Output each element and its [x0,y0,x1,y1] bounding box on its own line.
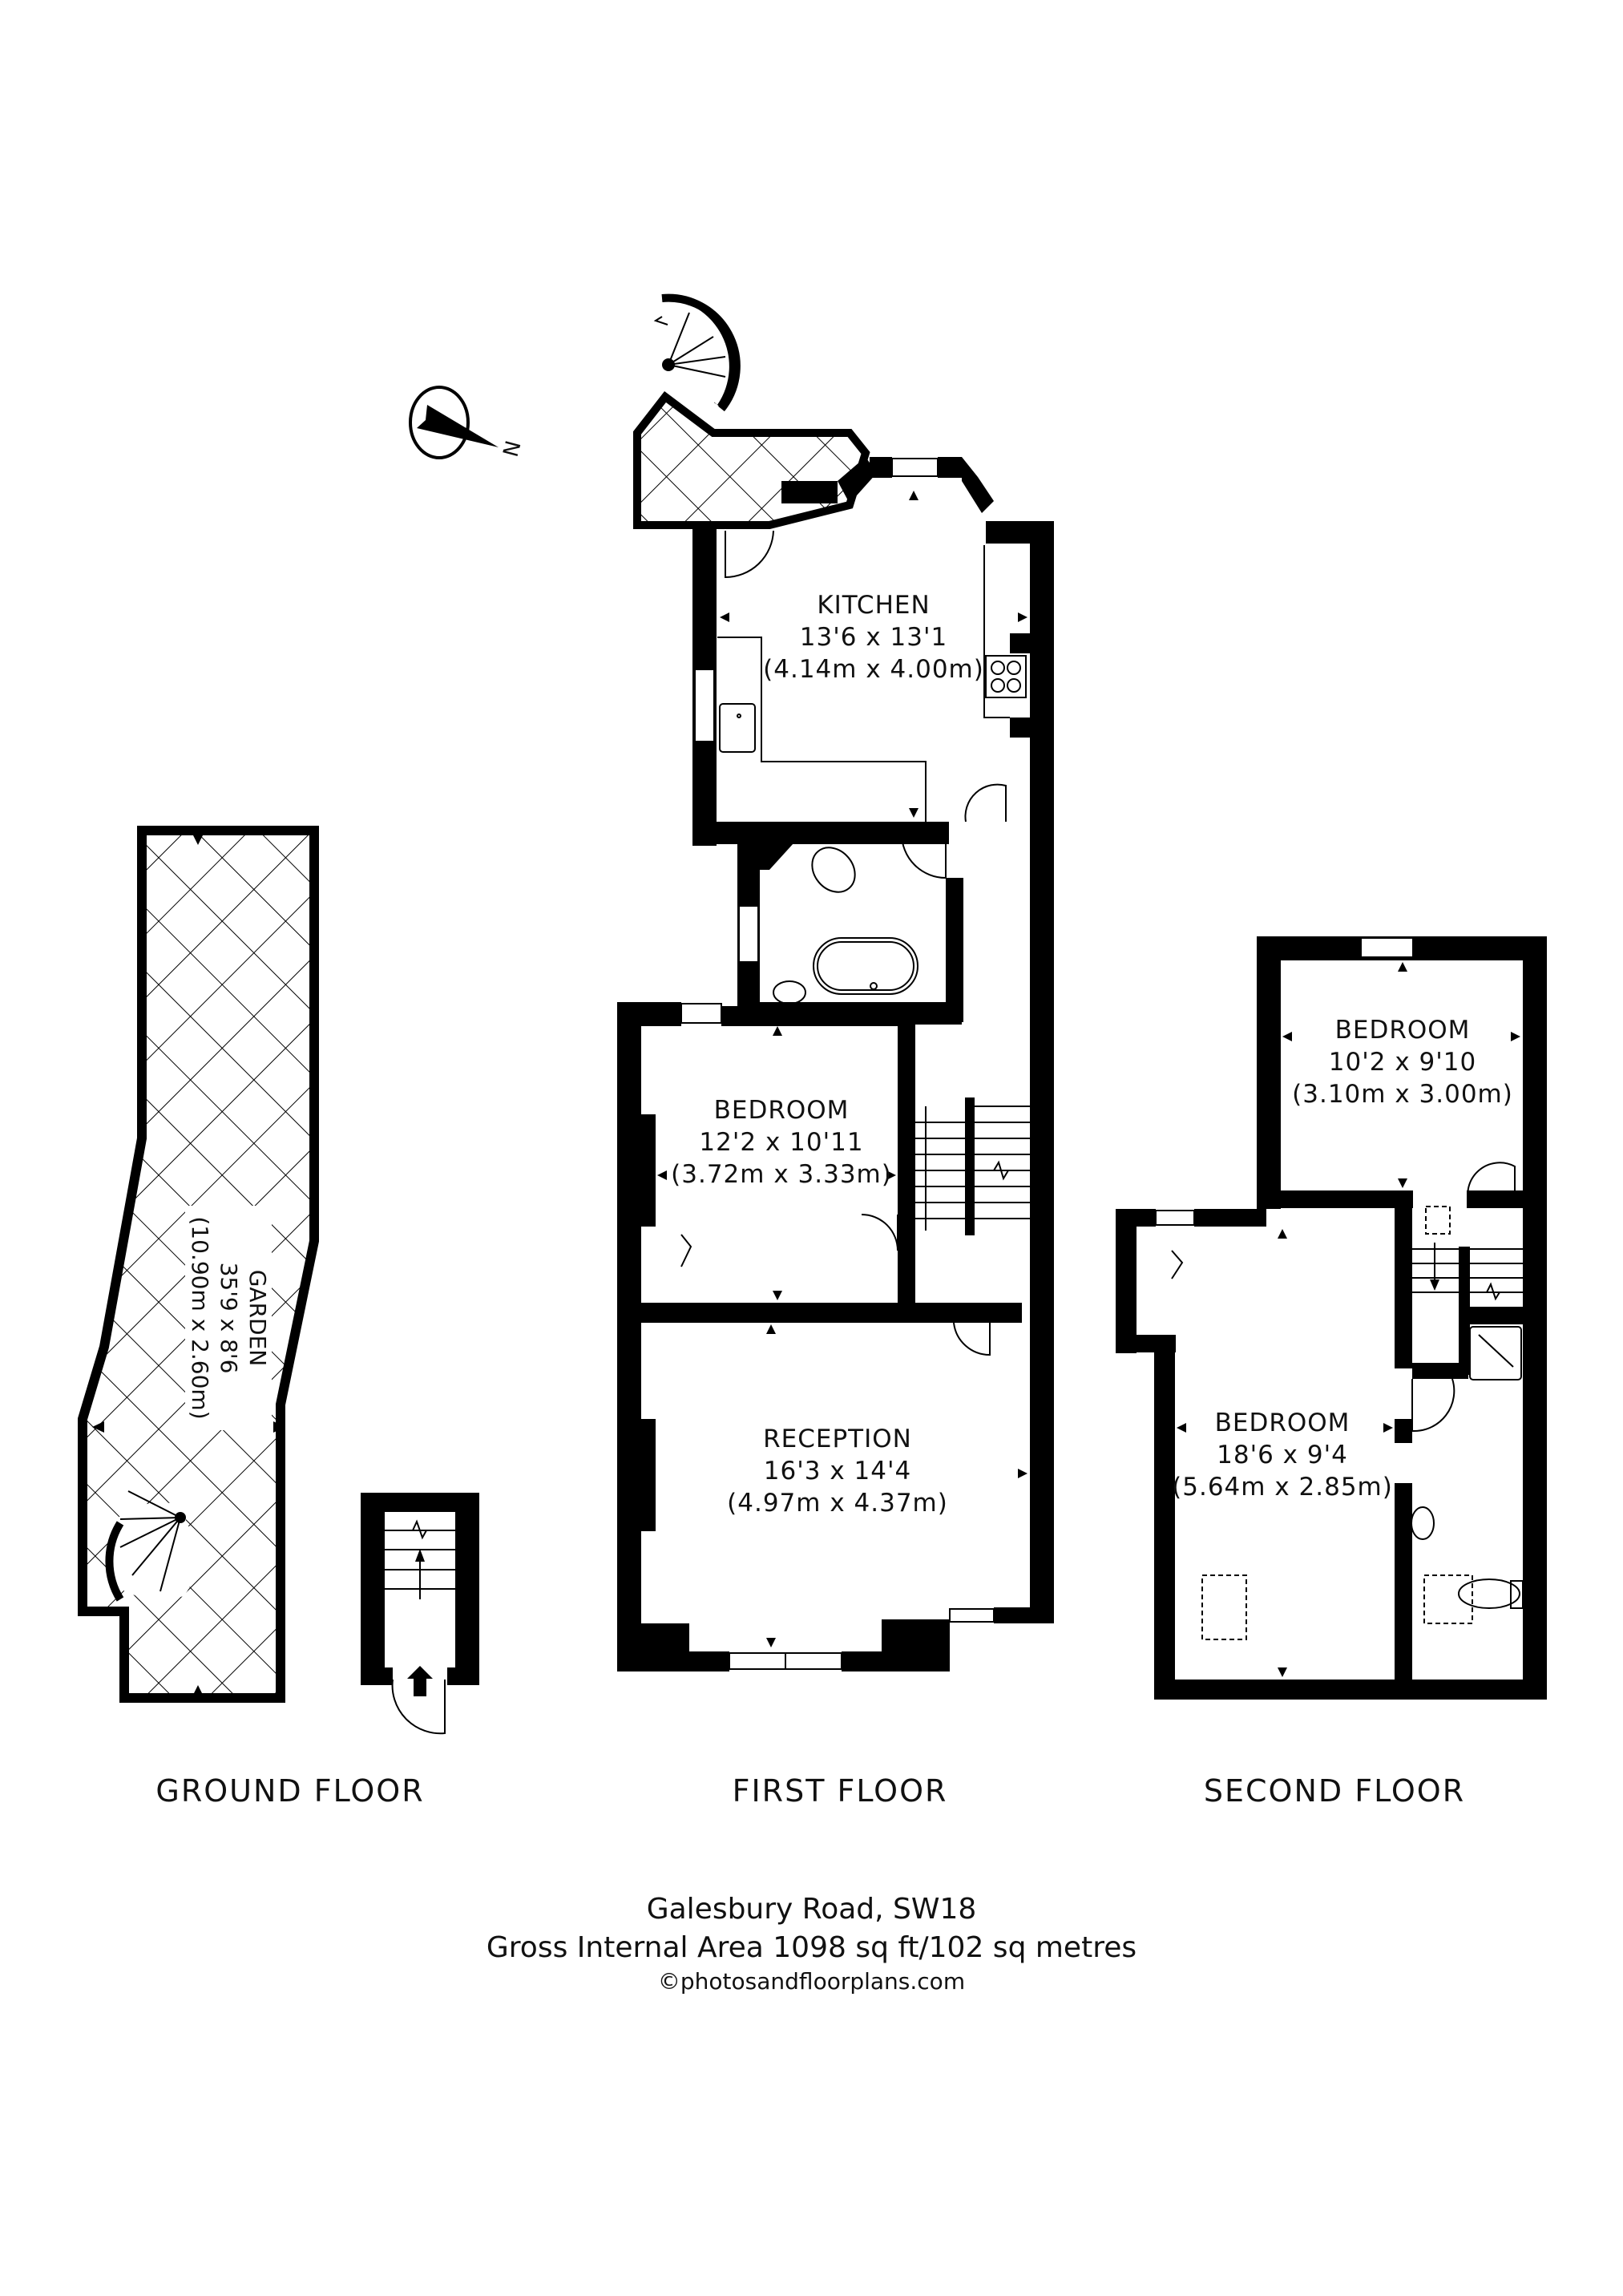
room-label-bedroom-second-main: BEDROOM 18'6 x 9'4 (5.64m x 2.85m) [1170,1407,1395,1503]
window [949,1608,995,1623]
room-label-reception: RECEPTION 16'3 x 14'4 (4.97m x 4.37m) [717,1423,958,1519]
gross-internal-area: Gross Internal Area 1098 sq ft/102 sq me… [486,1931,1137,1964]
room-dimensions-metric: (3.10m x 3.00m) [1292,1080,1513,1109]
terrace-area [633,391,870,529]
spiral-staircase-icon [105,1490,197,1602]
copyright-notice: ©photosandfloorplans.com [657,1968,966,1995]
room-dimensions-metric: (10.90m x 2.60m) [185,1206,214,1430]
kitchen-fittings [717,530,1027,823]
room-dimensions-metric: (5.64m x 2.85m) [1172,1473,1393,1502]
window [729,1652,786,1670]
room-label-bedroom-first: BEDROOM 12'2 x 10'11 (3.72m x 3.33m) [665,1094,898,1190]
bath-icon [813,937,918,995]
room-dimensions-imperial: 13'6 x 13'1 [799,623,948,652]
room-dimensions-imperial: 16'3 x 14'4 [763,1457,912,1486]
room-name: KITCHEN [817,591,931,620]
window [738,905,759,963]
room-dimensions-metric: (4.97m x 4.37m) [727,1489,948,1518]
window [891,458,939,477]
room-dimensions-imperial: 18'6 x 9'4 [1217,1441,1348,1469]
hob-icon [985,655,1027,698]
window [694,669,715,742]
room-name: BEDROOM [1334,1016,1471,1045]
bathroom-fittings [773,833,947,1004]
room-dimensions-imperial: 10'2 x 9'10 [1328,1048,1477,1077]
entrance-staircase [361,1493,479,1735]
room-label-garden: GARDEN 35'9 x 8'6 (10.90m x 2.60m) [185,1206,272,1430]
room-name: BEDROOM [713,1096,850,1125]
spiral-staircase-icon [653,293,741,412]
window [680,1003,722,1024]
room-name: RECEPTION [763,1425,912,1453]
first-floor-staircase [861,1097,1030,1356]
second-floor-staircase [1412,1243,1523,1301]
toilet-icon [1458,1578,1520,1609]
skylight-icon [1425,1206,1451,1235]
plan-footer: Galesbury Road, SW18 Gross Internal Area… [0,1890,1623,1996]
room-label-kitchen: KITCHEN 13'6 x 13'1 (4.14m x 4.00m) [757,589,990,685]
room-name: GARDEN [243,1206,272,1430]
entrance-arrow-icon [407,1666,433,1696]
first-floor-plan [617,293,1054,1671]
window [785,1652,842,1670]
room-name: BEDROOM [1214,1409,1350,1437]
sink-icon [719,703,756,753]
floor-label-ground: GROUND FLOOR [155,1773,425,1809]
second-floor-plan [1116,936,1547,1700]
ground-floor-plan [78,826,479,1735]
basin-icon [1411,1506,1435,1540]
skylight-icon [1423,1574,1473,1624]
floor-label-second: SECOND FLOOR [1203,1773,1466,1809]
room-dimensions-imperial: 35'9 x 8'6 [214,1206,243,1430]
skylight-icon [1201,1574,1247,1640]
shower-icon [1469,1326,1522,1380]
property-address: Galesbury Road, SW18 [646,1893,977,1926]
floor-label-first: FIRST FLOOR [732,1773,948,1809]
north-arrow-icon [409,386,499,459]
toilet-icon [811,847,856,893]
window [1155,1210,1195,1226]
basin-icon [773,980,806,1004]
room-dimensions-imperial: 12'2 x 10'11 [699,1128,864,1157]
room-dimensions-metric: (4.14m x 4.00m) [763,655,984,684]
window [1360,937,1414,958]
room-label-bedroom-second-top: BEDROOM 10'2 x 9'10 (3.10m x 3.00m) [1286,1014,1519,1110]
room-dimensions-metric: (3.72m x 3.33m) [671,1160,892,1189]
